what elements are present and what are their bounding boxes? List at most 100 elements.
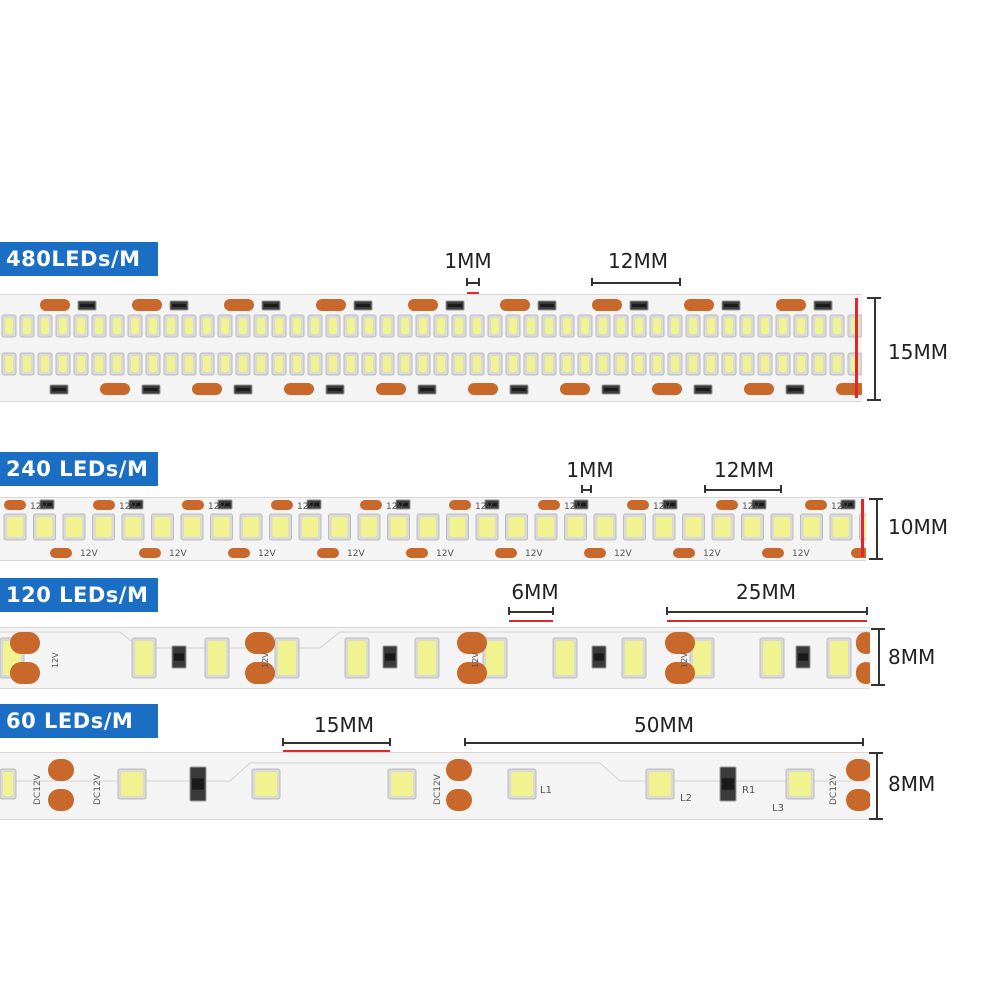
led-emitter (689, 318, 697, 334)
led-emitter (803, 517, 820, 537)
led-emitter (779, 356, 787, 372)
solder-pad (457, 662, 487, 684)
led-emitter (331, 517, 348, 537)
led-emitter (491, 356, 499, 372)
led-emitter (797, 318, 805, 334)
led-emitter (185, 318, 193, 334)
led-emitter (361, 517, 377, 537)
pitch-line-480 (592, 282, 680, 284)
led-emitter (347, 356, 355, 372)
led-emitter (833, 318, 841, 334)
led-emitter (556, 641, 574, 675)
led-emitter (761, 356, 769, 372)
led-emitter (725, 318, 733, 334)
density-badge-240: 240 LEDs/M (0, 452, 158, 486)
led-emitter (275, 318, 283, 334)
silkscreen-text: 12V (831, 502, 849, 512)
led-emitter (491, 318, 499, 334)
led-emitter (401, 318, 409, 334)
led-emitter (693, 641, 711, 675)
led-emitter (599, 356, 607, 372)
led-emitter (59, 318, 67, 334)
silkscreen-text: DC12V (33, 773, 43, 805)
solder-pad (406, 548, 428, 558)
led-emitter (653, 318, 661, 334)
width-label-120: 8MM (888, 645, 936, 669)
led-emitter (293, 318, 301, 334)
led-emitter (473, 318, 481, 334)
led-emitter (774, 517, 790, 537)
led-emitter (221, 318, 229, 334)
silkscreen-text: DC12V (93, 773, 103, 805)
solder-pad (48, 789, 74, 811)
led-emitter (390, 517, 407, 537)
led-emitter (437, 318, 445, 334)
led-emitter (763, 641, 781, 675)
led-emitter (581, 356, 589, 372)
silkscreen-text: 12V (614, 549, 632, 559)
led-emitter (167, 356, 175, 372)
solder-pad (132, 299, 162, 311)
led-emitter (329, 318, 337, 334)
led-emitter (830, 641, 848, 675)
led-emitter (272, 517, 289, 537)
solder-pad (284, 383, 314, 395)
led-emitter (184, 517, 200, 537)
silkscreen-text: 12V (80, 549, 98, 559)
led-emitter (213, 517, 230, 537)
silkscreen-text: 12V (386, 502, 404, 512)
solder-pad (245, 632, 275, 654)
led-emitter (707, 318, 715, 334)
solder-pad (360, 500, 382, 510)
solder-pad (468, 383, 498, 395)
led-emitter (257, 318, 265, 334)
led-emitter (5, 318, 13, 334)
width-label-240: 10MM (888, 515, 948, 539)
solder-pad (495, 548, 517, 558)
solder-pad (665, 632, 695, 654)
solder-pad (560, 383, 590, 395)
led-emitter (420, 517, 436, 537)
led-emitter (455, 318, 463, 334)
solder-pad (50, 548, 72, 558)
led-emitter (302, 517, 318, 537)
solder-pad (856, 662, 870, 684)
led-emitter (131, 318, 139, 334)
led-emitter (311, 318, 319, 334)
led-emitter (95, 356, 103, 372)
led-emitter (707, 356, 715, 372)
pitch-label-120: 25MM (736, 580, 796, 604)
solder-pad (192, 383, 222, 395)
led-strip-480 (0, 294, 862, 402)
led-emitter (685, 517, 702, 537)
led-emitter (77, 356, 85, 372)
solder-pad (100, 383, 130, 395)
led-emitter (365, 318, 373, 334)
led-emitter (479, 517, 495, 537)
led-emitter (743, 318, 751, 334)
solder-pad (93, 500, 115, 510)
solder-pad (446, 759, 472, 781)
width-label-60: 8MM (888, 772, 936, 796)
led-emitter (545, 356, 553, 372)
led-emitter (257, 356, 265, 372)
solder-pad (376, 383, 406, 395)
led-emitter (725, 356, 733, 372)
led-emitter (418, 641, 436, 675)
solder-pad (40, 299, 70, 311)
solder-pad (446, 789, 472, 811)
led-emitter (278, 641, 296, 675)
led-emitter (36, 517, 53, 537)
led-emitter (671, 318, 679, 334)
led-emitter (365, 356, 373, 372)
led-emitter (538, 517, 554, 537)
led-emitter (671, 356, 679, 372)
led-emitter (275, 356, 283, 372)
silkscreen-text: 12V (703, 549, 721, 559)
silkscreen-text: 12V (297, 502, 315, 512)
led-emitter (779, 318, 787, 334)
solder-pad (271, 500, 293, 510)
led-emitter (449, 517, 466, 537)
led-emitter (649, 772, 671, 796)
